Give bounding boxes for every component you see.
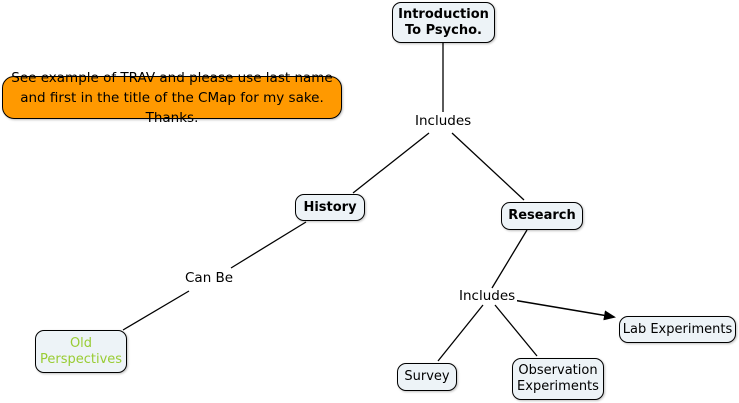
edge-research-includes	[491, 229, 528, 289]
annotation-note[interactable]: See example of TRAV and please use last …	[2, 70, 342, 126]
node-history[interactable]: History	[295, 194, 365, 221]
edge-history-canbe	[230, 221, 307, 269]
node-introduction-to-psycho[interactable]: Introduction To Psycho.	[392, 2, 495, 43]
linking-phrase-includes-top[interactable]: Includes	[413, 113, 474, 129]
edge-canbe-oldperspectives	[122, 290, 190, 331]
linking-phrase-includes-bottom[interactable]: Includes	[457, 288, 518, 304]
edge-includes-history	[352, 132, 430, 194]
node-survey[interactable]: Survey	[397, 363, 457, 391]
linking-phrase-can-be[interactable]: Can Be	[183, 270, 236, 286]
edge-includes-observation	[494, 304, 538, 357]
edge-includes-research	[451, 132, 525, 201]
node-old-perspectives[interactable]: Old Perspectives	[35, 330, 127, 373]
node-lab-experiments[interactable]: Lab Experiments	[619, 316, 736, 343]
node-observation-experiments[interactable]: Observation Experiments	[512, 358, 604, 400]
edge-includes-lab-arrow	[512, 299, 616, 321]
node-research[interactable]: Research	[501, 202, 583, 230]
edge-includes-survey	[437, 304, 484, 362]
